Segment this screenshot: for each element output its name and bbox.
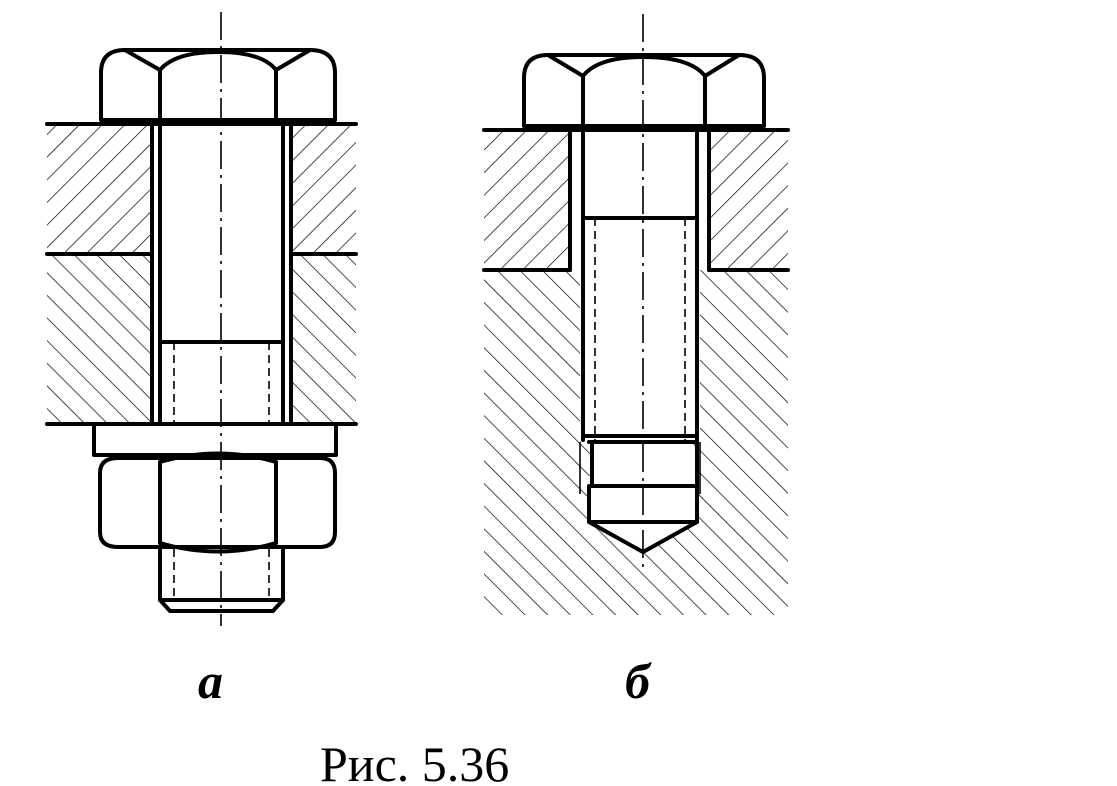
nut xyxy=(98,451,337,554)
bolt-nut-assembly-a xyxy=(45,12,358,626)
label-b: б xyxy=(625,653,652,709)
base-part-left-section xyxy=(484,270,580,615)
washer xyxy=(92,422,338,457)
upper-plate-left-section xyxy=(47,124,152,254)
bolt-head xyxy=(99,48,337,122)
lower-plate-right-section xyxy=(291,254,356,424)
upper-plate-right-section xyxy=(291,124,356,254)
screw-assembly-b xyxy=(482,14,790,615)
base-part-right-section xyxy=(700,270,788,615)
screw-head xyxy=(522,53,766,128)
lower-plate-left-section xyxy=(47,254,152,424)
label-a: а xyxy=(198,653,223,709)
upper-part-right-section xyxy=(709,130,788,270)
figure-caption: Рис. 5.36 xyxy=(320,736,509,786)
upper-part-left-section xyxy=(484,130,570,270)
